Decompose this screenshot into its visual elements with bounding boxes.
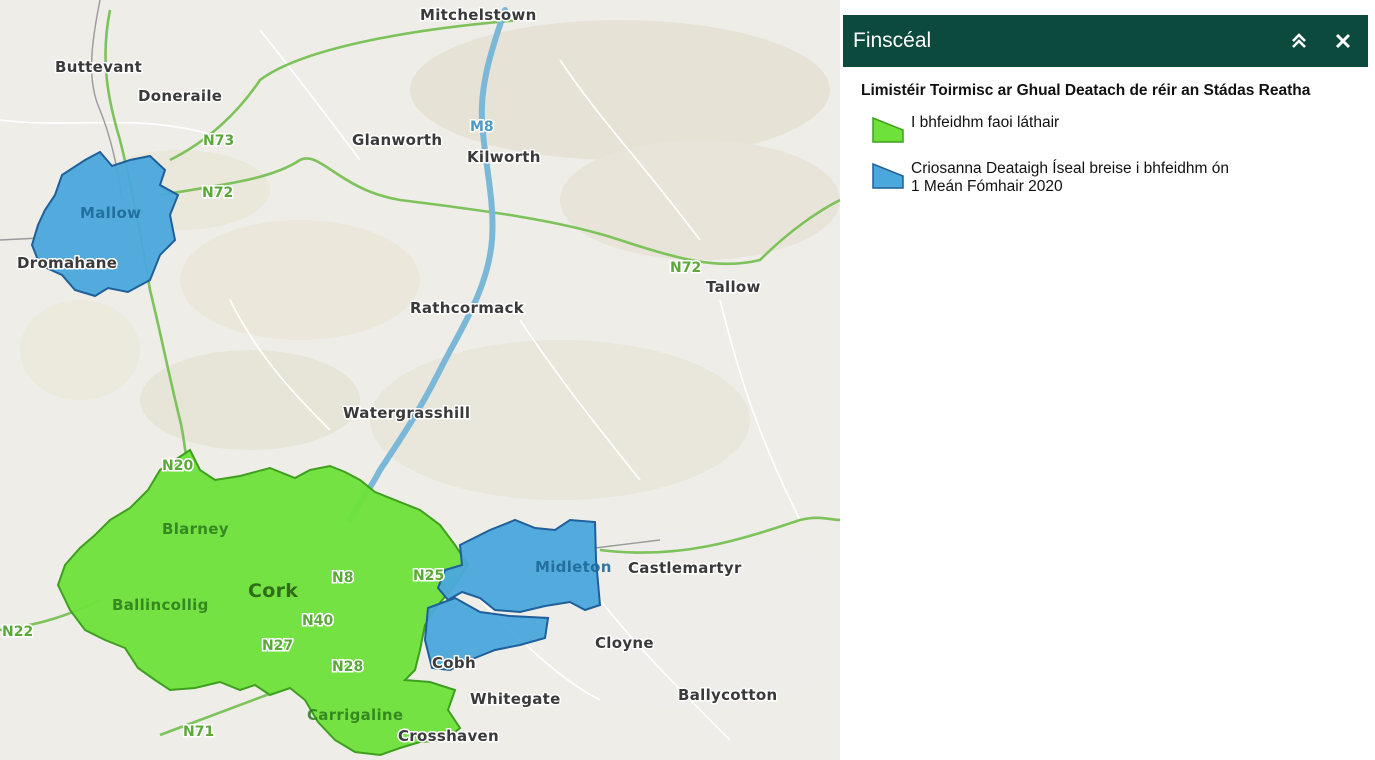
label-n25: N25 (413, 568, 444, 584)
zone-cork[interactable] (56, 448, 470, 757)
label-kilworth: Kilworth (467, 148, 541, 166)
label-n73: N73 (203, 133, 234, 149)
minor-roads (0, 29, 801, 741)
national-roads (0, 9, 840, 737)
label-n72-west: N72 (202, 185, 233, 201)
place-labels: Mitchelstown Buttevant Doneraile Glanwor… (16, 5, 779, 747)
label-midleton: Midleton (535, 558, 612, 576)
legend-header: Finscéal (843, 15, 1368, 67)
label-whitegate: Whitegate (470, 690, 561, 708)
blue-polygon-swatch (872, 162, 904, 189)
label-doneraile: Doneraile (138, 87, 222, 105)
label-mallow: Mallow (80, 204, 141, 222)
label-n20: N20 (162, 458, 193, 474)
legend-body: Limistéir Toirmisc ar Ghual Deatach de r… (843, 67, 1368, 224)
road-labels: M8 N73 N72 N72 N20 N8 N25 N40 N27 N28 N7… (1, 118, 703, 742)
label-ballycotton: Ballycotton (678, 686, 777, 704)
close-button[interactable] (1330, 28, 1356, 54)
zone-mallow[interactable] (30, 150, 180, 298)
green-polygon-swatch (872, 116, 904, 143)
legend-item-in-force: I bhfeidhm faoi láthair (861, 112, 1350, 144)
label-mitchelstown: Mitchelstown (420, 6, 537, 24)
legend-panel: Finscéal Limistéir Toirmisc ar Ghual Dea… (843, 15, 1368, 760)
zone-midleton[interactable] (436, 518, 602, 614)
label-watergrasshill: Watergrasshill (343, 404, 470, 422)
zone-cobh[interactable] (423, 596, 550, 672)
label-n8: N8 (332, 570, 353, 586)
label-rathcormack: Rathcormack (410, 299, 525, 317)
label-n28: N28 (332, 659, 363, 675)
collapse-button[interactable] (1286, 28, 1312, 54)
label-cork: Cork (248, 580, 298, 602)
map-view[interactable]: Mitchelstown Buttevant Doneraile Glanwor… (0, 0, 840, 760)
label-m8: M8 (470, 119, 494, 135)
label-carrigaline: Carrigaline (307, 706, 403, 724)
label-tallow: Tallow (706, 278, 761, 296)
label-blarney: Blarney (162, 520, 229, 538)
label-castlemartyr: Castlemartyr (628, 559, 742, 577)
legend-label-extended-line2: 1 Meán Fómhair 2020 (911, 178, 1063, 195)
double-chevron-up-icon (1292, 33, 1306, 48)
layer-title: Limistéir Toirmisc ar Ghual Deatach de r… (861, 82, 1311, 99)
label-n71: N71 (183, 724, 214, 740)
legend-label-extended-line1: Criosanna Deataigh Íseal breise i bhfeid… (911, 160, 1229, 177)
label-cloyne: Cloyne (595, 634, 654, 652)
motorway-m8 (347, 7, 508, 523)
label-cobh: Cobh (432, 654, 476, 672)
legend-title: Finscéal (853, 29, 932, 52)
label-crosshaven: Crosshaven (398, 727, 499, 745)
label-dromahane: Dromahane (17, 254, 117, 272)
legend-item-extended: Criosanna Deataigh Íseal breise i bhfeid… (861, 158, 1350, 196)
close-icon (1335, 33, 1351, 49)
label-n27: N27 (262, 638, 293, 654)
label-n22: N22 (2, 624, 33, 640)
map-canvas[interactable]: Mitchelstown Buttevant Doneraile Glanwor… (0, 0, 840, 760)
label-n40: N40 (302, 613, 333, 629)
label-buttevant: Buttevant (55, 58, 142, 76)
label-glanworth: Glanworth (352, 131, 442, 149)
legend-label-extended: Criosanna Deataigh Íseal breise i bhfeid… (911, 158, 1229, 196)
label-ballincollig: Ballincollig (112, 596, 209, 614)
legend-label-in-force: I bhfeidhm faoi láthair (911, 114, 1060, 131)
label-n72-east: N72 (670, 260, 701, 276)
